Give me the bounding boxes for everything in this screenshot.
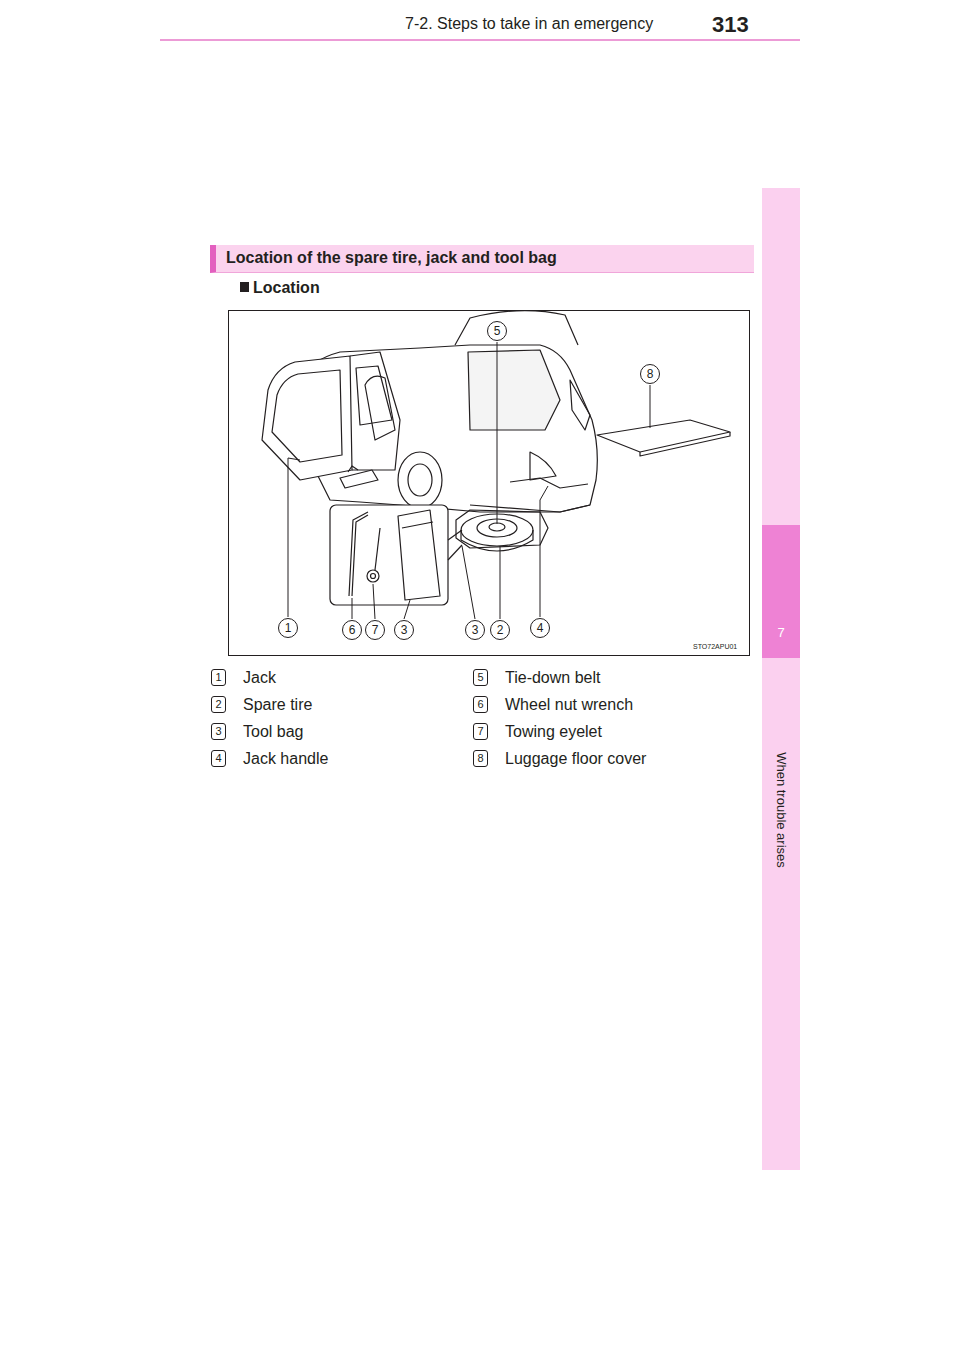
list-text: Tool bag	[243, 723, 304, 741]
callout-number: 3	[211, 723, 226, 740]
list-text: Towing eyelet	[505, 723, 602, 741]
callout-number: 3	[394, 620, 414, 640]
chapter-sidebar: When trouble arises 7	[762, 188, 800, 1170]
callout-number: 2	[211, 696, 226, 713]
callout-number: 4	[530, 618, 550, 638]
chapter-tab: 7	[762, 525, 800, 658]
callout-number: 5	[473, 669, 488, 686]
list-text: Spare tire	[243, 696, 312, 714]
callout-number: 7	[365, 620, 385, 640]
running-header: 7-2. Steps to take in an emergency	[405, 15, 653, 33]
subheading: Location	[253, 279, 320, 297]
callout-number: 8	[640, 364, 660, 384]
leader-lines	[288, 342, 650, 619]
bullet-square	[240, 282, 249, 292]
chapter-sidebar-text: When trouble arises	[774, 752, 789, 868]
callout-number: 8	[473, 750, 488, 767]
callout-number: 2	[490, 620, 510, 640]
list-text: Jack	[243, 669, 276, 687]
list-text: Tie-down belt	[505, 669, 600, 687]
callout-number: 4	[211, 750, 226, 767]
section-heading-band: Location of the spare tire, jack and too…	[210, 245, 754, 273]
callout-number: 1	[278, 618, 298, 638]
callout-number: 5	[487, 321, 507, 341]
list-text: Jack handle	[243, 750, 328, 768]
figure-frame	[229, 311, 750, 656]
section-heading-band-text: Location of the spare tire, jack and too…	[226, 249, 744, 267]
page-number: 313	[712, 12, 749, 38]
callout-number: 6	[342, 620, 362, 640]
list-text: Luggage floor cover	[505, 750, 646, 768]
figure-code: STO72APU01	[693, 643, 737, 650]
car-illustration	[262, 311, 730, 605]
callout-number: 6	[473, 696, 488, 713]
chapter-tab-text: 7	[762, 625, 800, 640]
header-rule	[160, 39, 800, 41]
list-text: Wheel nut wrench	[505, 696, 633, 714]
callout-number: 7	[473, 723, 488, 740]
callout-number: 1	[211, 669, 226, 686]
callout-number: 3	[465, 620, 485, 640]
